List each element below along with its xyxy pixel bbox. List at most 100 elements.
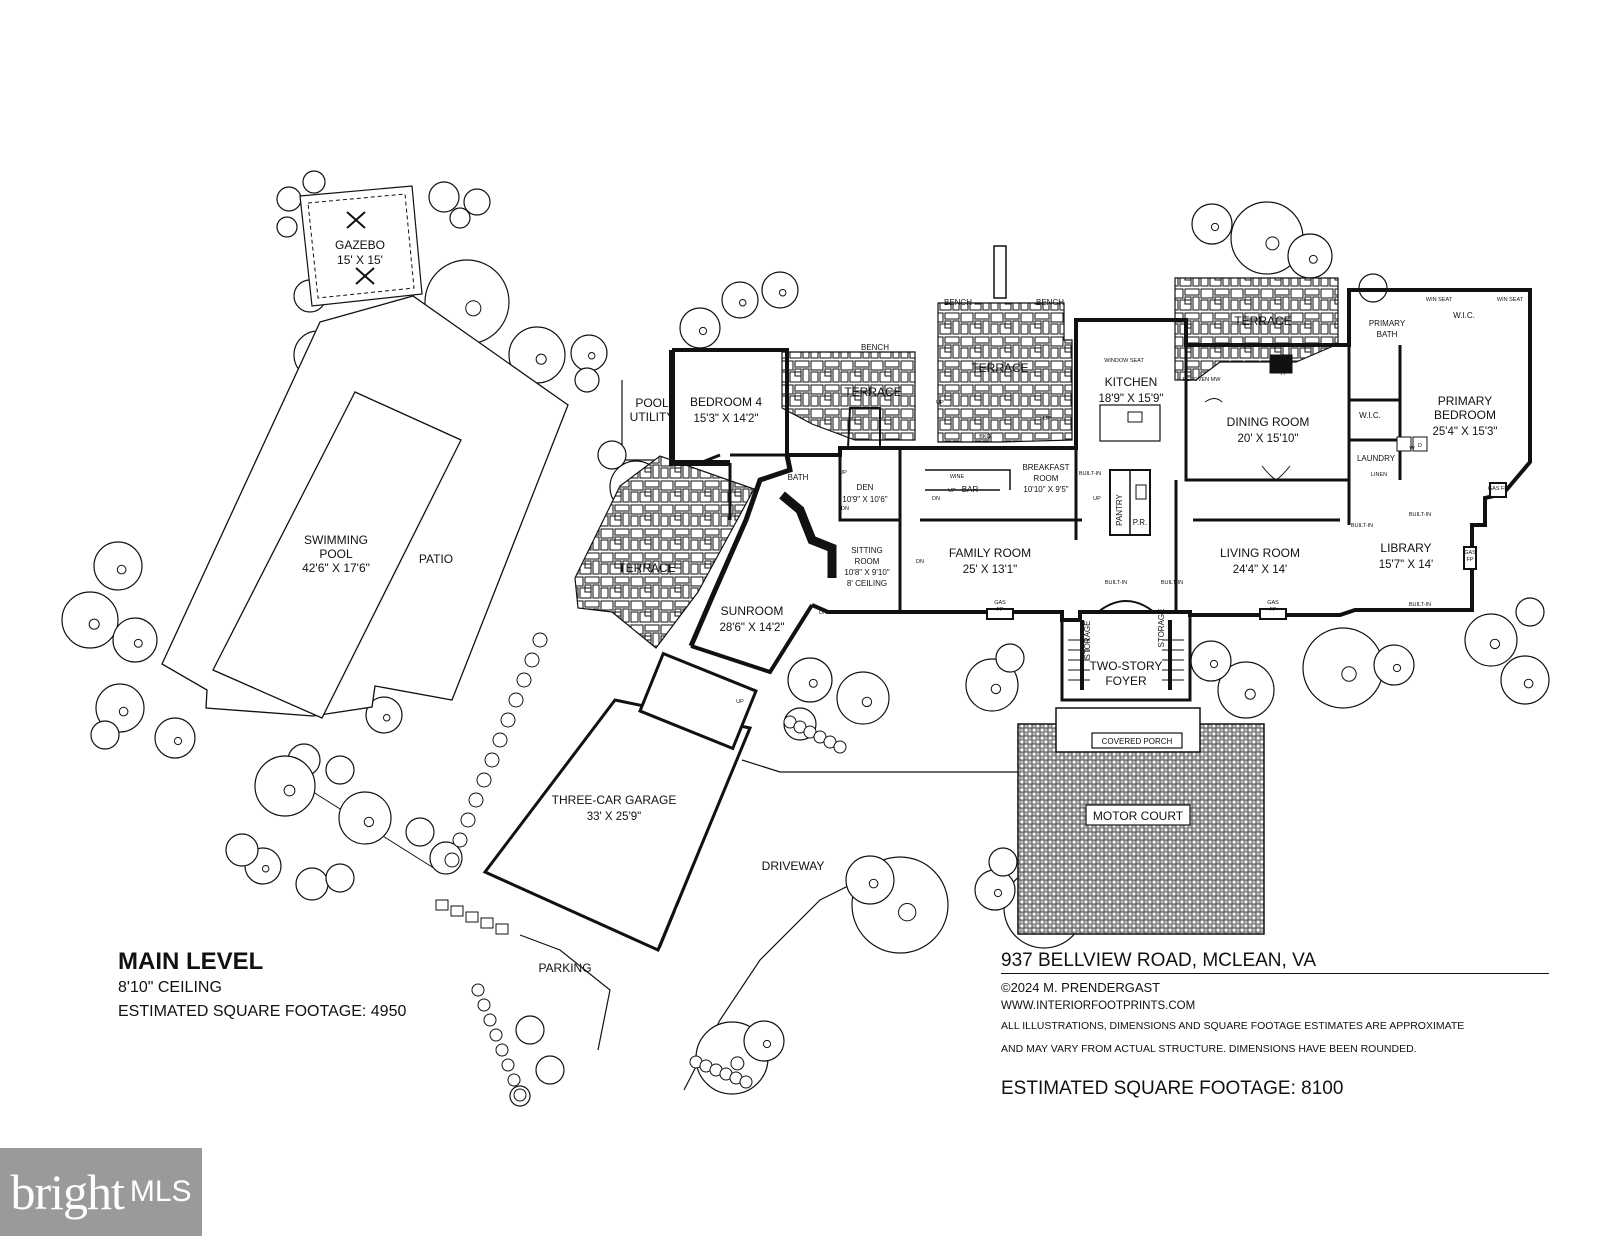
laundry-label: LAUNDRY (1357, 454, 1396, 463)
shrub-icon (500, 712, 516, 728)
shrub-icon (532, 632, 548, 648)
tree-icon (1287, 233, 1333, 279)
tree-icon (988, 847, 1018, 877)
ref-label: REF (1183, 377, 1195, 383)
address-rule (1001, 973, 1549, 974)
wic-top-label: W.I.C. (1453, 311, 1475, 320)
foyer-line1: TWO-STORY (1090, 659, 1163, 673)
garage-name: THREE-CAR GARAGE (552, 793, 677, 807)
tree-icon (449, 207, 471, 229)
tree-icon (974, 869, 1016, 911)
driveway-label: DRIVEWAY (762, 859, 825, 873)
bench-label-2: BENCH (944, 298, 972, 307)
tree-icon (428, 181, 460, 213)
win-seat-label-1: WIN SEAT (1426, 297, 1453, 303)
tree-icon (570, 334, 608, 372)
tree-icon (365, 696, 403, 734)
gas-fp-bedroom-label: GAS FP (1488, 486, 1509, 492)
website-line: WWW.INTERIORFOOTPRINTS.COM (1001, 1000, 1196, 1012)
pool-name-2: POOL (319, 547, 353, 561)
tree-icon (679, 307, 721, 349)
ceiling-fan-icon (346, 211, 375, 285)
oven-mw-label: OVEN MW (1194, 377, 1222, 383)
disclaimer-line-2: AND MAY VARY FROM ACTUAL STRUCTURE. DIME… (1001, 1043, 1417, 1055)
storage-left-label: STORAGE (1083, 621, 1092, 660)
disclaimer-line-1: ALL ILLUSTRATIONS, DIMENSIONS AND SQUARE… (1001, 1020, 1465, 1032)
sitting-name-2: ROOM (855, 557, 880, 566)
tree-icon (1265, 236, 1280, 251)
pool-utility-line2: UTILITY (630, 410, 675, 424)
tree-icon (762, 1039, 772, 1049)
primary-bath-line2: BATH (1377, 330, 1398, 339)
fp-library-label: FP (1466, 557, 1473, 563)
washer-label: W (1409, 446, 1415, 452)
fixture-labels: WINDOW SEAT WIN SEAT WIN SEAT REF OVEN M… (736, 297, 1524, 705)
tree-icon (861, 696, 873, 708)
gazebo-dims: 15' X 15' (337, 253, 383, 267)
tree-icon (295, 867, 329, 901)
tree-icon (225, 833, 259, 867)
kitchen-dims: 18'9" X 15'9" (1099, 393, 1164, 405)
tree-icon (845, 855, 895, 905)
shrub-icon (513, 1088, 527, 1102)
kitchen-name: KITCHEN (1105, 375, 1158, 389)
tree-icon (1523, 678, 1534, 689)
tree-icon (382, 713, 391, 722)
dining-dims: 20' X 15'10" (1238, 433, 1299, 445)
tree-icon (738, 298, 747, 307)
up-label-4: UP (1093, 496, 1101, 502)
up-label-3: UP (948, 488, 956, 494)
tree-icon (730, 1056, 745, 1071)
logo-suffix: MLS (129, 1175, 192, 1208)
foyer-line2: FOYER (1105, 674, 1147, 688)
built-in-label-5: BUILT-IN (1351, 523, 1373, 529)
walkway-stone (465, 911, 479, 923)
tree-icon (1302, 627, 1384, 709)
level-ceiling: 8'10" CEILING (118, 979, 222, 996)
breakfast-name-1: BREAKFAST (1022, 463, 1069, 472)
tree-icon (1210, 222, 1220, 232)
wic-mid-label: W.I.C. (1359, 411, 1381, 420)
breakfast-name-2: ROOM (1034, 474, 1059, 483)
fp-dining-label: FP (1280, 371, 1287, 377)
terrace-left-label: TERRACE (618, 561, 675, 575)
shrub-icon (471, 983, 485, 997)
shrub-icon (495, 1043, 509, 1057)
tree-icon (112, 617, 158, 663)
bench-label-3: BENCH (1036, 298, 1064, 307)
sitting-ceiling: 8' CEILING (847, 579, 887, 588)
logo-wordmark: bright (10, 1164, 124, 1220)
shrub-icon (468, 792, 484, 808)
tree-icon (88, 618, 100, 630)
dining-name: DINING ROOM (1227, 415, 1310, 429)
gazebo-name: GAZEBO (335, 238, 385, 252)
gas-living-label: GAS (1267, 600, 1279, 606)
up-label-6: UP (839, 470, 847, 476)
tree-icon (808, 678, 818, 688)
tree-icon (1209, 659, 1219, 669)
tree-icon (1464, 613, 1518, 667)
dn-label-4: DN (819, 610, 827, 616)
gas-library-label: GAS (1464, 550, 1476, 556)
tree-icon (965, 658, 1019, 712)
walkway-stone (495, 923, 509, 935)
primary-bedroom-line2: BEDROOM (1434, 408, 1496, 422)
terraces: TERRACE TERRACE TERRACE TERRACE BENCH BE… (574, 277, 1339, 649)
library-name: LIBRARY (1380, 541, 1431, 555)
tree-icon (1217, 661, 1275, 719)
shrub-icon (477, 998, 491, 1012)
level-title: MAIN LEVEL (118, 948, 264, 975)
tree-icon (61, 591, 119, 649)
walkway-stone (480, 917, 494, 929)
patio-label: PATIO (419, 552, 453, 566)
tree-icon (283, 784, 296, 797)
win-seat-label-2: WIN SEAT (1497, 297, 1524, 303)
tree-icon (302, 170, 326, 194)
fp-living-label: FP (1269, 607, 1276, 613)
den-dims: 10'9" X 10'6" (842, 495, 887, 504)
shrub-icon (476, 772, 492, 788)
garage-dims: 33' X 25'9" (587, 811, 642, 823)
linen-label: LINEN (1371, 472, 1387, 478)
shrub-icon (483, 1013, 497, 1027)
tree-icon (276, 216, 298, 238)
